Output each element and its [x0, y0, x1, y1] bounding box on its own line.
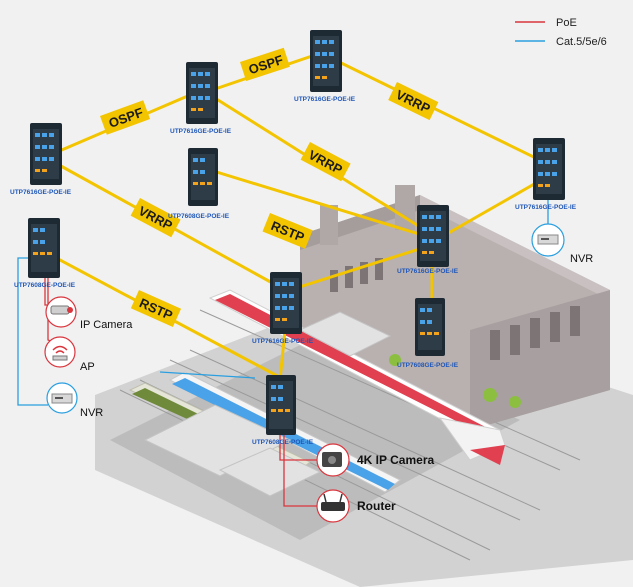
- ring-links: [43, 53, 552, 382]
- switch-left-low[interactable]: UTP7608GE-POE-IE: [14, 218, 76, 289]
- nvr-right-device[interactable]: NVR: [531, 223, 593, 265]
- nvr-right-label: NVR: [570, 253, 593, 265]
- switch-platform[interactable]: UTP7616GE-POE-IE: [252, 272, 314, 345]
- switch-left-label: UTP7616GE-POE-IE: [10, 189, 72, 196]
- nvr-left-icon: [55, 397, 63, 399]
- ap-device[interactable]: AP: [44, 336, 95, 373]
- switch-bottom[interactable]: UTP7608GE-POE-IE: [252, 375, 314, 446]
- ip-camera-label: IP Camera: [80, 319, 133, 331]
- label-ospf-top: OSPF: [240, 47, 290, 82]
- camera-4k-label: 4K IP Camera: [357, 453, 434, 467]
- switch-mid-left[interactable]: UTP7616GE-POE-IE: [170, 62, 232, 135]
- label-rstp-mid: RSTP: [262, 213, 313, 249]
- camera-4k-device[interactable]: 4K IP Camera: [316, 443, 434, 477]
- legend-poe-label: PoE: [556, 17, 577, 29]
- label-ospf-left: OSPF: [100, 100, 151, 135]
- camera-icon: [50, 305, 70, 315]
- switch-station-mid-label: UTP7608GE-POE-IE: [397, 362, 459, 369]
- ip-camera-device[interactable]: IP Camera: [45, 296, 133, 331]
- label-vrrp-right: VRRP: [388, 82, 439, 121]
- wifi-icon: [52, 345, 68, 354]
- platform-canopies: [143, 311, 392, 497]
- switch-top-label: UTP7616GE-POE-IE: [294, 96, 356, 103]
- label-rstp-left: RSTP: [130, 290, 182, 327]
- legend-cat-label: Cat.5/5e/6: [556, 36, 607, 48]
- switch-mid-left-label: UTP7616GE-POE-IE: [170, 128, 232, 135]
- legend: PoE Cat.5/5e/6: [515, 17, 607, 48]
- switch-right[interactable]: UTP7616GE-POE-IE: [515, 138, 577, 211]
- router-device[interactable]: Router: [316, 489, 396, 523]
- router-icon: [321, 502, 345, 511]
- label-vrrp-mid: VRRP: [300, 142, 351, 182]
- switch-right-label: UTP7616GE-POE-IE: [515, 204, 577, 211]
- switch-top[interactable]: UTP7616GE-POE-IE: [294, 30, 356, 103]
- switch-left[interactable]: UTP7616GE-POE-IE: [10, 123, 72, 196]
- switch-platform-label: UTP7616GE-POE-IE: [252, 338, 314, 345]
- nvr-left-label: NVR: [80, 407, 103, 419]
- router-label: Router: [357, 499, 396, 513]
- ap-label: AP: [80, 361, 95, 373]
- switch-left-low-label: UTP7608GE-POE-IE: [14, 282, 76, 289]
- nvr-left-device[interactable]: NVR: [46, 382, 103, 419]
- switch-station-top[interactable]: UTP7616GE-POE-IE: [397, 205, 459, 275]
- switch-center[interactable]: UTP7608GE-POE-IE: [168, 148, 230, 220]
- switch-bottom-label: UTP7608GE-POE-IE: [252, 439, 314, 446]
- switch-station-mid[interactable]: UTP7608GE-POE-IE: [397, 298, 459, 369]
- nvr-right-icon: [541, 238, 549, 240]
- switch-station-top-label: UTP7616GE-POE-IE: [397, 268, 459, 275]
- switch-center-label: UTP7608GE-POE-IE: [168, 213, 230, 220]
